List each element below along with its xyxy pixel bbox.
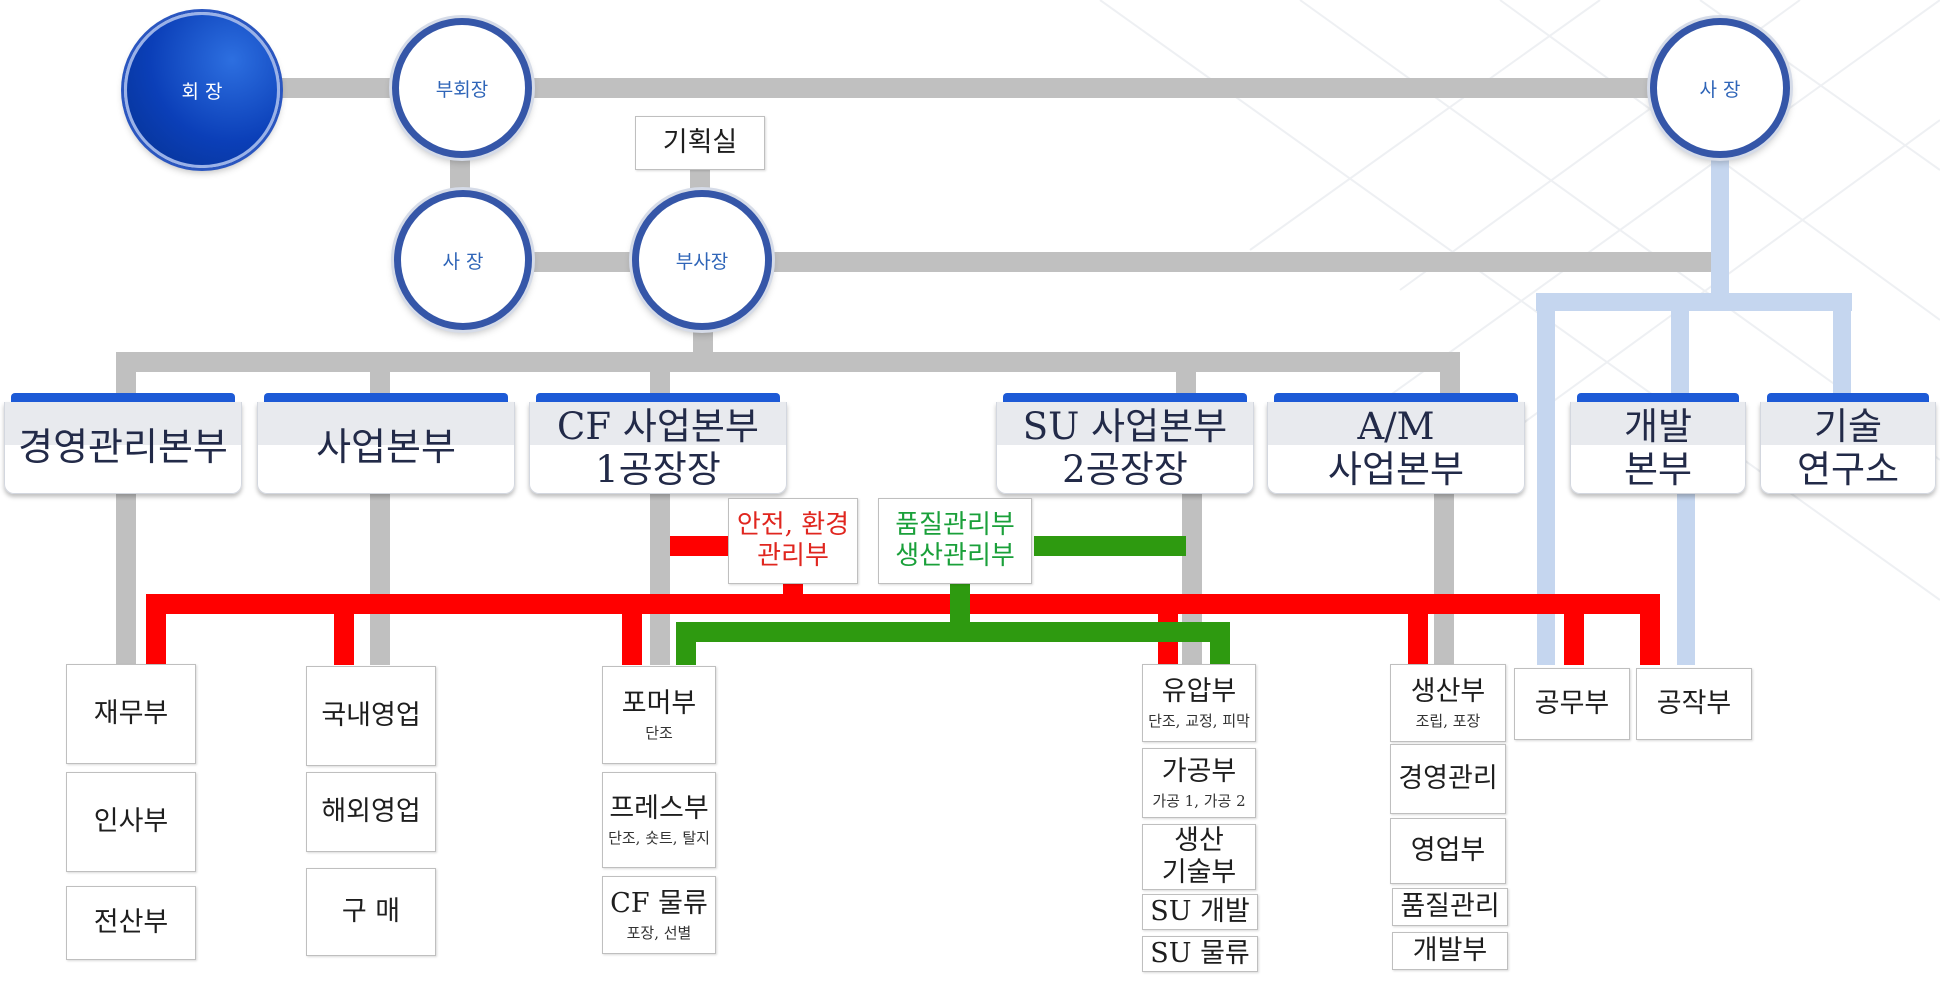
dept-press: 프레스부 단조, 숏트, 탈지: [602, 772, 716, 868]
dept-domestic-sales: 국내영업: [306, 666, 436, 766]
dept-machining-sub: 가공 1, 가공 2: [1152, 792, 1246, 810]
dept-workshop: 공작부: [1636, 668, 1752, 740]
dept-machining: 가공부 가공 1, 가공 2: [1142, 748, 1256, 818]
dept-purchasing: 구 매: [306, 868, 436, 956]
dept-management: 경영관리: [1390, 744, 1506, 814]
division-am-hq-label: A/M 사업본부: [1327, 404, 1465, 491]
vice-chairman-circle: 부회장: [392, 18, 532, 158]
president-circle: 사 장: [394, 190, 532, 330]
dept-quality-label: 품질관리: [1400, 891, 1500, 922]
dept-overseas-sales-label: 해외영업: [321, 796, 421, 827]
division-cf-hq-label: CF 사업본부 1공장장: [557, 404, 759, 491]
safety-env-dept-label: 안전, 환경 관리부: [736, 510, 850, 571]
division-management-hq-label: 경영관리본부: [18, 425, 228, 469]
dept-former-label: 포머부: [621, 688, 697, 719]
dept-su-dev: SU 개발: [1142, 894, 1258, 930]
division-su-hq: SU 사업본부 2공장장: [996, 393, 1254, 494]
dept-former: 포머부 단조: [602, 666, 716, 764]
division-am-hq: A/M 사업본부: [1267, 393, 1525, 494]
president-label: 사 장: [442, 250, 484, 273]
dept-su-logistics-label: SU 물류: [1150, 938, 1250, 969]
dept-finance: 재무부: [66, 664, 196, 764]
dept-prod-tech: 생산 기술부: [1142, 824, 1256, 890]
dept-purchasing-label: 구 매: [341, 896, 401, 927]
dept-workshop-label: 공작부: [1656, 688, 1732, 719]
division-tech-lab: 기술 연구소: [1760, 393, 1936, 494]
dept-domestic-sales-label: 국내영업: [321, 700, 421, 731]
dept-engineering-label: 공무부: [1534, 688, 1610, 719]
vice-chairman-label: 부회장: [435, 78, 489, 101]
dept-production: 생산부 조립, 포장: [1390, 664, 1506, 742]
green-connectors: [676, 536, 1230, 665]
dept-production-label: 생산부: [1410, 676, 1486, 707]
dept-hydraulic: 유압부 단조, 교정, 피막: [1142, 664, 1256, 742]
dept-prod-tech-label: 생산 기술부: [1161, 825, 1237, 888]
division-dev-hq: 개발 본부: [1570, 393, 1746, 494]
dept-su-dev-label: SU 개발: [1150, 896, 1250, 927]
dept-finance-label: 재무부: [93, 698, 169, 729]
dept-it: 전산부: [66, 886, 196, 960]
chairman-circle: 회 장: [124, 12, 280, 168]
red-connectors: [146, 536, 1660, 665]
dept-cf-logistics-label: CF 물류: [610, 888, 708, 919]
planning-office-label: 기획실: [662, 127, 738, 158]
dept-development: 개발부: [1392, 932, 1508, 970]
quality-production-dept-box: 품질관리부 생산관리부: [878, 498, 1032, 584]
division-management-hq: 경영관리본부: [4, 393, 242, 494]
division-business-hq-label: 사업본부: [316, 425, 456, 469]
dept-overseas-sales: 해외영업: [306, 772, 436, 852]
dept-management-label: 경영관리: [1398, 763, 1498, 794]
safety-env-dept-box: 안전, 환경 관리부: [728, 498, 858, 584]
dept-hr-label: 인사부: [93, 806, 169, 837]
dept-su-logistics: SU 물류: [1142, 936, 1258, 972]
dept-development-label: 개발부: [1412, 935, 1488, 966]
dept-hydraulic-label: 유압부: [1161, 676, 1237, 707]
planning-office-box: 기획실: [635, 116, 765, 170]
dept-machining-label: 가공부: [1161, 756, 1237, 787]
dept-former-sub: 단조: [645, 724, 673, 742]
dept-production-sub: 조립, 포장: [1415, 712, 1481, 730]
dept-press-label: 프레스부: [609, 793, 709, 824]
dept-cf-logistics-sub: 포장, 선별: [626, 924, 692, 942]
dept-sales: 영업부: [1390, 818, 1506, 884]
light-blue-connectors: [1536, 150, 1852, 665]
division-dev-hq-label: 개발 본부: [1623, 404, 1693, 491]
division-cf-hq: CF 사업본부 1공장장: [529, 393, 787, 494]
dept-hydraulic-sub: 단조, 교정, 피막: [1148, 712, 1250, 730]
division-business-hq: 사업본부: [257, 393, 515, 494]
chairman-label: 회 장: [181, 80, 223, 103]
division-su-hq-label: SU 사업본부 2공장장: [1022, 404, 1228, 491]
vice-president-circle: 부사장: [632, 190, 772, 330]
vice-president-label: 부사장: [675, 250, 729, 273]
quality-production-dept-label: 품질관리부 생산관리부: [895, 510, 1015, 571]
dept-press-sub: 단조, 숏트, 탈지: [608, 829, 710, 847]
division-tech-lab-label: 기술 연구소: [1796, 404, 1900, 491]
president-top-label: 사 장: [1699, 78, 1741, 101]
dept-sales-label: 영업부: [1410, 835, 1486, 866]
president-top-circle: 사 장: [1650, 18, 1790, 158]
dept-it-label: 전산부: [93, 907, 169, 938]
dept-hr: 인사부: [66, 772, 196, 872]
dept-quality: 품질관리: [1392, 888, 1508, 926]
gray-connectors: [116, 78, 1720, 665]
dept-engineering: 공무부: [1514, 668, 1630, 740]
dept-cf-logistics: CF 물류 포장, 선별: [602, 876, 716, 954]
